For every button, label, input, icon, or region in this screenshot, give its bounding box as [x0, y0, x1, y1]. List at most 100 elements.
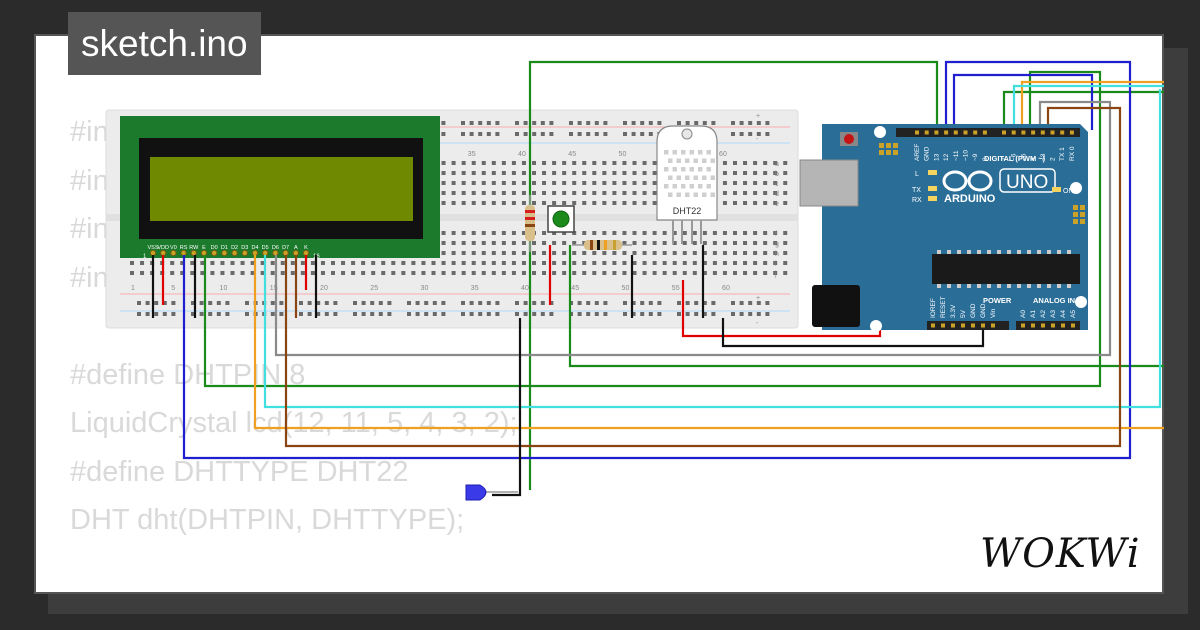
breadboard-hole — [552, 251, 557, 255]
column-number-bottom: 55 — [672, 285, 680, 292]
pushbutton[interactable] — [547, 205, 575, 233]
breadboard-hole — [722, 181, 727, 185]
resistor-horizontal[interactable] — [572, 240, 632, 250]
chip-leg — [957, 250, 961, 254]
breadboard-hole — [341, 271, 346, 275]
breadboard-hole — [451, 161, 456, 165]
column-number-bottom: 50 — [622, 285, 630, 292]
column-number-bottom: 60 — [722, 285, 730, 292]
rail-hole — [191, 312, 195, 316]
breadboard-hole — [572, 231, 577, 235]
rail-hole — [387, 301, 392, 305]
pushbutton-cap[interactable] — [552, 210, 570, 228]
row-letter-bottom: h — [775, 251, 779, 258]
power-label: POWER — [983, 296, 1012, 305]
wire-green-pin7 — [1002, 90, 1164, 130]
breadboard-hole — [491, 231, 496, 235]
rail-hole — [307, 312, 312, 316]
chip-leg — [937, 250, 941, 254]
lcd-pin-label: D5 — [262, 245, 269, 251]
arduino-uno[interactable]: DIGITAL (PWM ~) POWER ANALOG IN ARDUINO … — [799, 124, 1088, 332]
breadboard-hole — [542, 241, 547, 245]
breadboard-hole — [511, 201, 516, 205]
breadboard-hole — [592, 271, 597, 275]
breadboard-hole — [642, 251, 647, 255]
breadboard-hole — [320, 271, 325, 275]
breadboard-hole — [763, 201, 768, 205]
icsp-pin — [1080, 219, 1085, 224]
rail-hole — [586, 312, 591, 316]
breadboard-hole — [501, 241, 506, 245]
rail-hole — [495, 312, 500, 316]
breadboard-hole — [461, 191, 466, 195]
dht22-sensor[interactable]: DHT22 — [656, 125, 718, 244]
resistor-band-3 — [525, 224, 535, 227]
breadboard-hole — [461, 271, 466, 275]
icsp-pin — [886, 150, 891, 155]
breadboard-hole — [662, 251, 667, 255]
wokwi-logo[interactable]: WOKWi — [978, 527, 1150, 577]
breadboard-hole — [712, 241, 717, 245]
breadboard-hole — [773, 181, 778, 185]
wire-cyan-pin6 — [1012, 84, 1164, 130]
icsp-pin — [1080, 205, 1085, 210]
rail-hole — [685, 301, 690, 305]
breadboard-hole — [391, 271, 396, 275]
led-blue[interactable] — [465, 484, 518, 501]
breadboard-hole — [341, 261, 346, 265]
breadboard-hole — [622, 231, 627, 235]
rail-hole — [631, 301, 636, 305]
breadboard-hole — [542, 191, 547, 195]
breadboard-hole — [310, 271, 315, 275]
lcd-pin — [302, 249, 310, 257]
resistor-vertical-body — [525, 205, 535, 241]
digital-pin — [934, 130, 939, 135]
breadboard-hole — [130, 261, 134, 265]
column-number-bottom: 5 — [171, 285, 175, 292]
file-tab[interactable]: sketch.ino — [68, 12, 261, 75]
breadboard-hole — [481, 251, 486, 255]
breadboard-hole — [753, 231, 758, 235]
lcd-pin-label: D7 — [282, 245, 289, 251]
rail-hole — [631, 312, 636, 316]
power-header — [927, 321, 1009, 330]
rail-hole — [549, 312, 554, 316]
breadboard-hole — [592, 191, 597, 195]
breadboard-hole — [763, 171, 768, 175]
breadboard-hole — [712, 271, 717, 275]
icsp-header — [879, 143, 1085, 224]
breadboard-hole — [542, 261, 547, 265]
digital-header-left — [896, 128, 1008, 137]
breadboard-hole — [361, 261, 366, 265]
lcd-pin — [231, 249, 238, 257]
led-l-label: L — [915, 171, 919, 178]
chip-legs — [937, 250, 1071, 288]
breadboard-hole — [733, 181, 737, 185]
resistor-vertical[interactable] — [525, 195, 535, 252]
rail-hole — [731, 312, 735, 316]
breadboard-hole — [511, 231, 516, 235]
breadboard-hole — [582, 261, 587, 265]
rail-hole — [623, 301, 627, 305]
rail-hole — [469, 121, 474, 125]
reset-button[interactable] — [844, 134, 854, 144]
breadboard-hole — [622, 201, 627, 205]
breadboard-hole — [722, 161, 727, 165]
chip-leg — [1007, 250, 1011, 254]
dht22-vent — [698, 184, 703, 189]
dht22-vent — [681, 150, 686, 155]
lcd-pin-label: D1 — [221, 245, 228, 251]
led-body — [465, 484, 487, 501]
rail-hole — [640, 301, 645, 305]
wokwi-logo-text: WOKWi — [980, 531, 1141, 577]
rail-hole — [577, 132, 582, 136]
chip-leg — [1047, 250, 1051, 254]
rail-hole — [623, 121, 627, 125]
rail-hole — [486, 132, 491, 136]
breadboard-hole — [652, 161, 657, 165]
breadboard-hole — [170, 261, 175, 265]
breadboard-hole — [532, 201, 536, 205]
breadboard-hole — [481, 191, 486, 195]
rail-hole — [765, 312, 770, 316]
